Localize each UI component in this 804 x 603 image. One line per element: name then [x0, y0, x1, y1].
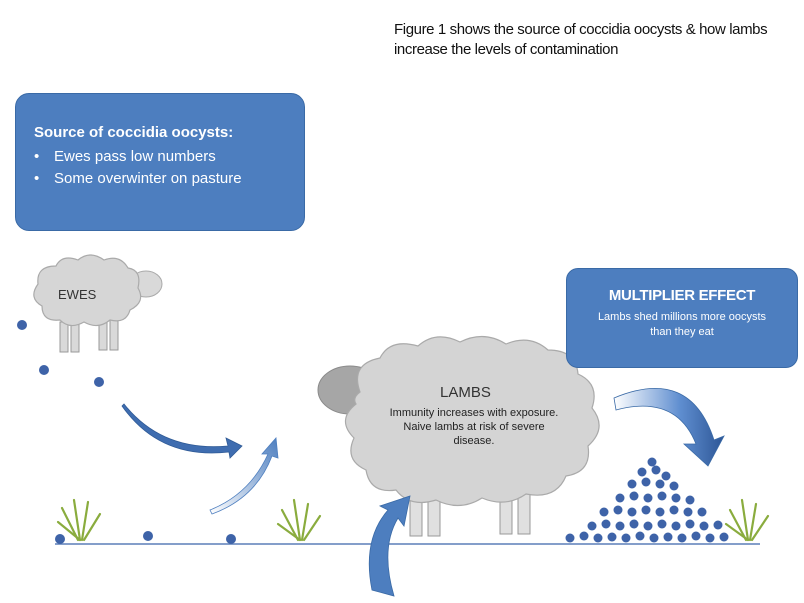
grass-tuft-middle	[276, 498, 322, 542]
grass-tuft-left	[56, 498, 102, 542]
lambs-label: LAMBS	[440, 384, 491, 401]
oocyst-dot	[39, 365, 49, 375]
source-bullet-list: Ewes pass low numbers Some overwinter on…	[34, 146, 288, 190]
multiplier-effect-box: MULTIPLIER EFFECT Lambs shed millions mo…	[566, 268, 798, 368]
multiplier-box-title: MULTIPLIER EFFECT	[608, 287, 756, 304]
ewe-sheep-icon	[33, 254, 163, 353]
source-info-box: Source of coccidia oocysts: Ewes pass lo…	[15, 93, 305, 231]
source-bullet-item: Some overwinter on pasture	[34, 168, 288, 190]
ewes-label: EWES	[58, 287, 97, 302]
oocyst-dots-scattered	[17, 320, 236, 544]
oocyst-pile	[565, 457, 729, 543]
source-box-title: Source of coccidia oocysts:	[34, 124, 234, 141]
arrow-to-lambs-icon	[368, 495, 411, 597]
lambs-description: Immunity increases with exposure. Naive …	[389, 407, 559, 447]
lamb-sheep-icon	[317, 335, 600, 537]
source-bullet-item: Ewes pass low numbers	[34, 146, 288, 168]
oocyst-dot	[143, 531, 153, 541]
arrow-pasture-up-icon	[209, 437, 279, 515]
multiplier-box-body: Lambs shed millions more oocysts than th…	[597, 311, 767, 338]
oocyst-dot	[94, 377, 104, 387]
oocyst-dot	[17, 320, 27, 330]
figure-caption: Figure 1 shows the source of coccidia oo…	[394, 21, 768, 58]
grass-tuft-right	[724, 498, 770, 542]
oocyst-dot	[55, 534, 65, 544]
arrow-to-oocysts-icon	[613, 388, 725, 467]
arrow-to-pasture-icon	[121, 403, 243, 459]
oocyst-dot	[226, 534, 236, 544]
